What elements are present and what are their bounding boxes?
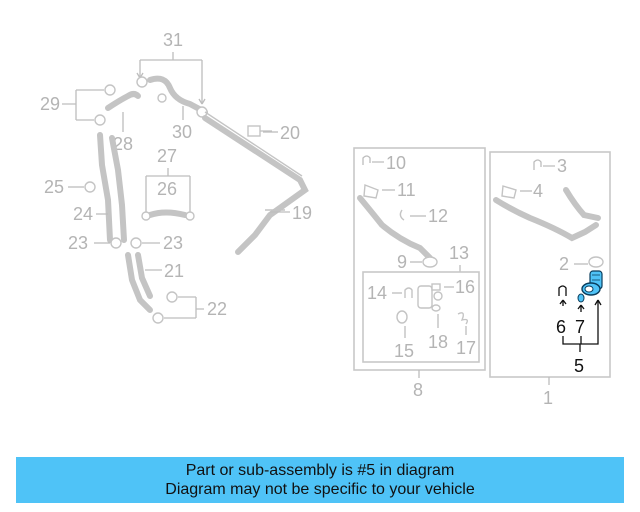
- callout-26[interactable]: 26: [157, 179, 177, 199]
- callout-19[interactable]: 19: [292, 203, 312, 223]
- clip-14: [404, 287, 413, 298]
- clamp-22-a: [166, 291, 178, 303]
- callout-8[interactable]: 8: [413, 380, 423, 400]
- clamp-23-right: [130, 237, 142, 249]
- callout-14[interactable]: 14: [367, 283, 387, 303]
- callout-12[interactable]: 12: [428, 206, 448, 226]
- clip-6: [558, 285, 567, 296]
- clamp-29: [94, 84, 116, 126]
- callout-3[interactable]: 3: [557, 156, 567, 176]
- banner-line-1: Part or sub-assembly is #5 in diagram: [185, 462, 455, 479]
- hose-24: [97, 132, 127, 243]
- hose-26: [141, 209, 195, 221]
- callout-20[interactable]: 20: [280, 123, 300, 143]
- callout-9[interactable]: 9: [397, 252, 407, 272]
- fitting-13: [417, 283, 443, 309]
- callout-10[interactable]: 10: [386, 153, 406, 173]
- callout-18[interactable]: 18: [428, 332, 448, 352]
- info-banner: Part or sub-assembly is #5 in diagram Di…: [16, 457, 624, 503]
- part-5-highlighted[interactable]: [581, 270, 603, 296]
- callout-31-group: 31: [136, 30, 206, 105]
- oring-7: [577, 293, 585, 303]
- callout-7[interactable]: 7: [575, 317, 585, 337]
- callout-6[interactable]: 6: [556, 317, 566, 337]
- banner-line-2: Diagram may not be specific to your vehi…: [165, 481, 475, 498]
- callout-5[interactable]: 5: [574, 356, 584, 376]
- callout-11[interactable]: 11: [397, 180, 416, 200]
- clamp-22-b: [152, 312, 164, 324]
- callout-30[interactable]: 30: [172, 122, 192, 142]
- bolt-20: [247, 125, 272, 137]
- callout-27[interactable]: 27: [157, 146, 177, 166]
- callout-4[interactable]: 4: [533, 181, 543, 201]
- clamp-9: [422, 256, 438, 268]
- assembly-box-13: [362, 271, 480, 363]
- callout-31[interactable]: 31: [163, 30, 183, 50]
- pipe-19: [202, 111, 309, 255]
- callout-22[interactable]: 22: [207, 299, 227, 319]
- callout-23-left[interactable]: 23: [68, 233, 88, 253]
- hose-4: [493, 185, 601, 242]
- oring-15: [396, 310, 408, 324]
- clamp-23-left: [110, 237, 122, 249]
- callout-29[interactable]: 29: [40, 94, 60, 114]
- callout-16[interactable]: 16: [455, 277, 475, 297]
- callout-24[interactable]: 24: [73, 204, 93, 224]
- clamp-2: [588, 256, 604, 268]
- callout-28[interactable]: 28: [113, 134, 133, 154]
- parts-diagram: 31 30 29 28 19 20 27 26: [40, 30, 611, 408]
- callout-1[interactable]: 1: [543, 388, 553, 408]
- hose-31: [136, 75, 208, 118]
- hose-21: [125, 252, 153, 313]
- callout-2[interactable]: 2: [559, 254, 569, 274]
- assembly-box-1: [489, 151, 611, 378]
- oring-18: [431, 304, 441, 312]
- callout-15[interactable]: 15: [394, 341, 414, 361]
- hose-28: [105, 91, 141, 111]
- callout-25[interactable]: 25: [44, 177, 64, 197]
- clip-17: [457, 312, 469, 325]
- callout-21[interactable]: 21: [164, 261, 184, 281]
- hose-11: [357, 184, 433, 261]
- callout-23-right[interactable]: 23: [163, 233, 183, 253]
- callout-13[interactable]: 13: [449, 243, 469, 263]
- clamp-25: [84, 181, 96, 193]
- clip-12: [399, 209, 405, 221]
- callout-17[interactable]: 17: [456, 338, 476, 358]
